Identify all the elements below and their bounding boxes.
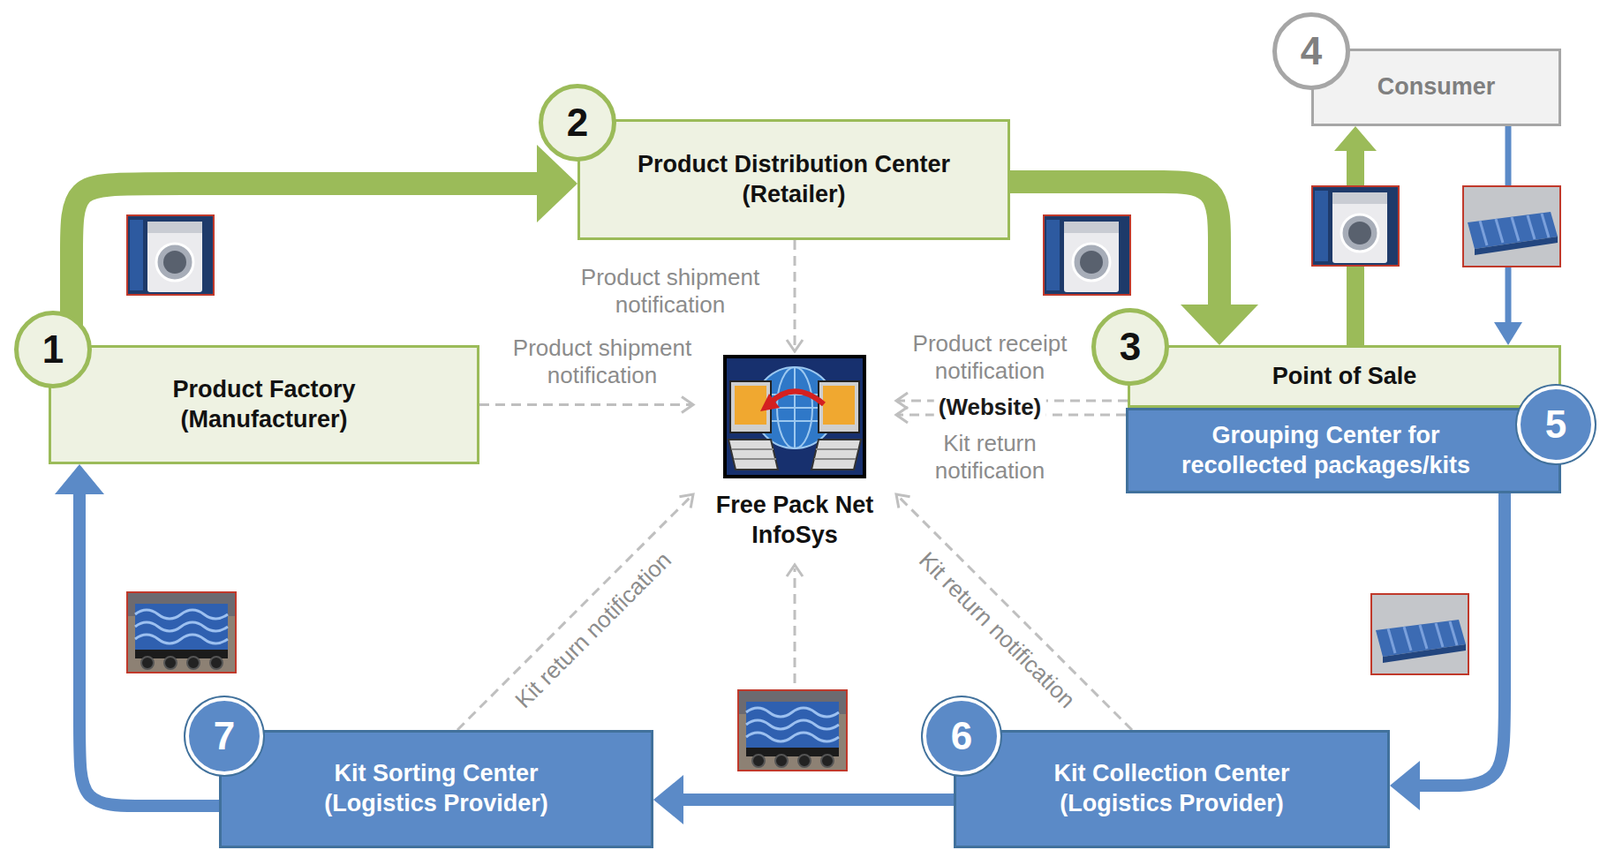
notification-leader — [793, 568, 797, 684]
icon-frame — [724, 356, 865, 477]
pallet-photo — [737, 689, 848, 772]
callout-number: 4 — [1300, 31, 1322, 71]
callout-number: 2 — [566, 103, 589, 143]
node-label: Product Distribution Center (Retailer) — [608, 150, 980, 211]
arrowhead — [1334, 126, 1377, 151]
arrowhead — [679, 494, 694, 509]
icon-screen — [822, 385, 855, 425]
edge-label-box: Product shipment notification — [496, 334, 709, 390]
callout-circle: 4 — [1272, 12, 1351, 91]
kit-photo — [1462, 185, 1562, 268]
flow-arrow — [71, 144, 578, 346]
node-label: Grouping Center for recollected packages… — [1162, 421, 1490, 482]
icon-transfer-arc — [770, 391, 824, 405]
edge-label: Product shipment notification — [581, 264, 760, 318]
washer-photo — [1311, 185, 1400, 267]
edge-label-box: Kit return notification — [897, 430, 1083, 485]
arrowhead — [896, 392, 908, 409]
notification-arrow — [786, 240, 803, 352]
edge-label-box: Kit return notification — [509, 546, 678, 715]
notification-arrow — [896, 494, 1133, 731]
callout-circle: 2 — [538, 83, 617, 162]
icon-keyboard — [728, 439, 778, 470]
node-label: Consumer — [1377, 72, 1496, 103]
return-arrow — [653, 775, 954, 825]
callout-circle: 6 — [922, 697, 1001, 776]
edge-label: Kit return notification — [935, 430, 1045, 484]
edge-label-box: Product receipt notification — [897, 330, 1083, 385]
process-box: Kit Sorting Center (Logistics Provider) — [218, 730, 654, 849]
icon-transfer-head — [760, 393, 780, 412]
arrowhead — [1180, 304, 1259, 346]
edge-label: Kit return notification — [509, 546, 677, 714]
connector-line — [793, 240, 797, 350]
edge-label: Product receipt notification — [913, 330, 1068, 385]
node-label: Product Factory (Manufacturer) — [122, 375, 406, 436]
connector-line — [457, 495, 693, 731]
infosys-icon — [723, 354, 867, 479]
arrowhead — [1494, 322, 1523, 346]
icon-keys — [732, 449, 858, 460]
note-box: (Website) — [934, 393, 1047, 422]
callout-circle: 1 — [14, 310, 92, 389]
arrowhead — [54, 464, 105, 495]
edge-label: Kit return notification — [913, 546, 1081, 714]
arrowhead — [653, 775, 684, 825]
callout-number: 7 — [213, 716, 235, 756]
callout-circle: 7 — [185, 697, 264, 776]
pallet-photo — [126, 591, 237, 674]
arrowhead — [681, 397, 694, 414]
node-label: Point of Sale — [1272, 362, 1418, 393]
callout-circle: 3 — [1091, 308, 1170, 386]
node-label: Kit Sorting Center (Logistics Provider) — [294, 759, 578, 820]
arrowhead — [896, 494, 911, 509]
connector-line — [897, 495, 1133, 731]
process-box: Product Distribution Center (Retailer) — [577, 119, 1011, 241]
callout-number: 5 — [1545, 405, 1567, 445]
process-box: Product Factory (Manufacturer) — [48, 345, 480, 465]
callout-number: 6 — [950, 716, 973, 756]
note-label: (Website) — [934, 393, 1047, 421]
edge-label-box: Kit return notification — [913, 546, 1081, 715]
kit-photo — [1370, 593, 1470, 676]
icon-monitor — [818, 381, 860, 433]
callout-number: 1 — [42, 330, 64, 370]
notification-arrow — [479, 397, 694, 414]
edge-label: Product shipment notification — [513, 334, 692, 389]
arrowhead — [1389, 761, 1420, 811]
callout-circle: 5 — [1516, 385, 1595, 464]
process-box: Grouping Center for recollected packages… — [1125, 407, 1562, 494]
notification-arrow — [457, 494, 694, 731]
node-label: Kit Collection Center (Logistics Provide… — [1030, 759, 1314, 820]
icon-screen — [734, 385, 767, 425]
icon-keyboard — [811, 439, 861, 470]
connector-line — [682, 793, 954, 807]
node-label: Free Pack Net InfoSys — [693, 490, 897, 551]
process-box: Point of Sale — [1127, 345, 1562, 408]
notification-leader-head — [786, 565, 803, 577]
washer-photo — [126, 214, 215, 296]
connector-line — [71, 183, 538, 346]
connector-line — [479, 403, 692, 407]
arrowhead — [896, 407, 908, 423]
connector-line — [1010, 181, 1220, 306]
arrowhead — [786, 339, 803, 352]
callout-number: 3 — [1119, 327, 1141, 367]
washer-photo — [1042, 214, 1132, 296]
process-box: Kit Collection Center (Logistics Provide… — [953, 730, 1390, 849]
edge-label-box: Product shipment notification — [564, 264, 777, 319]
system-node: Free Pack Net InfoSys — [693, 351, 897, 551]
